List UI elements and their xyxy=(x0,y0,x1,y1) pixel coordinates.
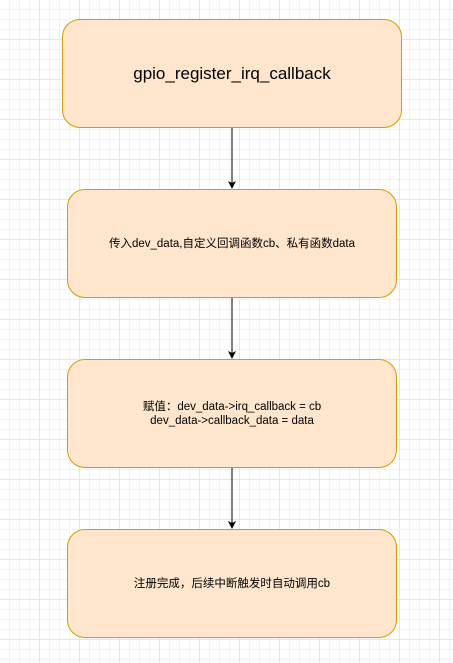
node-label: 注册完成，后续中断触发时自动调用cb xyxy=(133,577,331,590)
node-gpio-register-irq-callback[interactable]: gpio_register_irq_callback xyxy=(62,19,402,128)
node-assign-values[interactable]: 赋值：dev_data->irq_callback = cb dev_data-… xyxy=(67,359,397,468)
node-pass-parameters[interactable]: 传入dev_data,自定义回调函数cb、私有函数data xyxy=(67,189,397,298)
node-label: 传入dev_data,自定义回调函数cb、私有函数data xyxy=(108,237,356,250)
node-label: 赋值：dev_data->irq_callback = cb dev_data-… xyxy=(142,400,322,427)
node-registration-complete[interactable]: 注册完成，后续中断触发时自动调用cb xyxy=(67,529,397,638)
node-label: gpio_register_irq_callback xyxy=(133,63,331,83)
